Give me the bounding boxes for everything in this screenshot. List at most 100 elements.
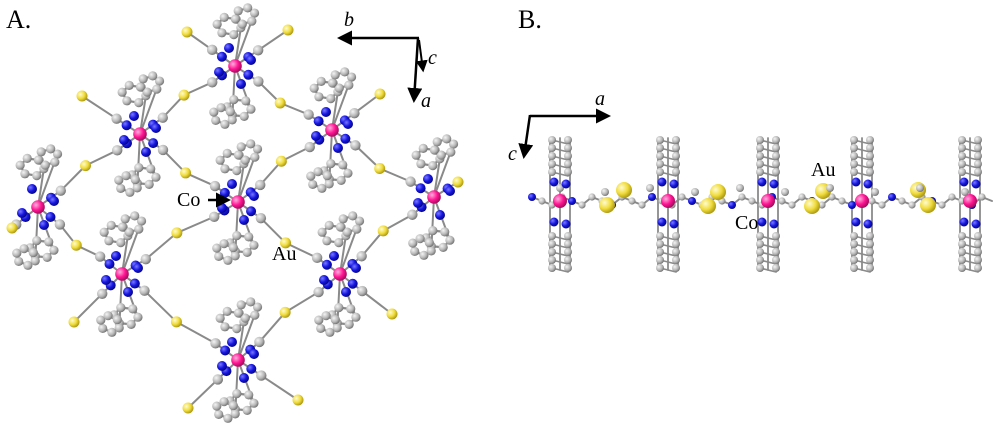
carbon-atom (232, 231, 242, 241)
gold-atom (280, 237, 292, 249)
carbon-atom (772, 144, 780, 152)
carbon-atom (548, 232, 556, 240)
carbon-atom (354, 216, 365, 226)
panel-b-axes: a c (508, 88, 611, 165)
carbon-atom (958, 264, 966, 272)
carbon-atom (148, 71, 158, 81)
carbon-atom (356, 285, 368, 297)
carbon-atom (436, 150, 446, 160)
carbon-atom (46, 144, 56, 154)
carbon-atom (220, 164, 230, 174)
carbon-atom (866, 256, 874, 264)
carbon-atom (316, 323, 326, 334)
nitrogen-atom (888, 193, 896, 201)
bond (259, 217, 287, 244)
carbon-atom (223, 255, 233, 265)
carbon-atom (311, 252, 323, 264)
carbon-atom (340, 67, 350, 77)
carbon-atom (120, 214, 130, 224)
carbon-atom (416, 159, 426, 169)
bond (81, 95, 118, 120)
nitrogen-atom (561, 179, 571, 189)
carbon-atom (134, 98, 144, 108)
carbon-atom (866, 136, 874, 144)
nitrogen-atom (561, 219, 571, 229)
co-label-a: Co (177, 189, 200, 211)
carbon-atom (419, 250, 429, 260)
carbon-atom (736, 184, 744, 192)
panel-a-axes: b c a (337, 9, 437, 112)
carbon-atom (55, 185, 66, 196)
carbon-atom (252, 302, 263, 312)
carbon-atom (348, 211, 358, 221)
carbon-atom (246, 297, 256, 307)
carbon-atom (866, 144, 874, 152)
nitrogen-atom (217, 203, 227, 213)
carbon-atom (326, 159, 336, 169)
carbon-atom (253, 76, 264, 87)
carbon-atom (54, 219, 66, 230)
carbon-atom (974, 264, 982, 272)
nitrogen-atom (239, 215, 249, 225)
carbon-atom (239, 111, 249, 121)
carbon-atom (772, 264, 780, 272)
carbon-atom (672, 136, 680, 144)
nitrogen-atom (971, 219, 981, 229)
carbon-atom (974, 168, 982, 176)
carbon-atom (958, 248, 966, 256)
carbon-atom (152, 84, 162, 94)
cobalt-atom (325, 123, 339, 137)
cobalt-atom (553, 194, 567, 208)
nitrogen-atom (329, 251, 339, 261)
nitrogen-atom (220, 345, 231, 356)
carbon-atom (756, 240, 764, 248)
carbon-atom (656, 144, 664, 152)
carbon-atom (151, 172, 161, 182)
carbon-atom (225, 106, 235, 117)
carbon-atom (255, 212, 267, 224)
carbon-atom (958, 160, 966, 168)
carbon-atom (818, 201, 826, 209)
carbon-atom (324, 220, 334, 230)
carbon-atom (252, 45, 264, 56)
carbon-atom (958, 240, 966, 248)
carbon-atom (656, 264, 664, 272)
carbon-atom (656, 160, 664, 168)
carbon-atom (564, 152, 572, 160)
carbon-atom (228, 400, 238, 411)
nitrogen-atom (959, 177, 969, 187)
carbon-atom (548, 240, 556, 248)
carbon-atom (564, 232, 572, 240)
carbon-atom (209, 180, 221, 192)
carbon-atom (243, 3, 253, 13)
carbon-atom (214, 409, 224, 420)
carbon-atom (564, 144, 572, 152)
nitrogen-atom (101, 275, 111, 285)
carbon-atom (209, 107, 219, 117)
carbon-atom (33, 155, 44, 165)
nitrogen-atom (851, 177, 861, 187)
nitrogen-atom (249, 191, 259, 201)
carbon-atom (564, 160, 572, 168)
carbon-atom (233, 6, 243, 16)
nitrogen-atom (769, 219, 779, 229)
carbon-atom (601, 188, 609, 196)
carbon-atom (134, 224, 144, 234)
carbon-atom (228, 242, 238, 253)
carbon-atom (212, 243, 222, 253)
nitrogen-atom (216, 51, 227, 62)
au-label-b: Au (811, 159, 835, 181)
carbon-atom (958, 152, 966, 160)
carbon-atom (871, 188, 879, 196)
gold-atom (282, 24, 294, 36)
bond (144, 231, 178, 261)
nitrogen-atom (351, 263, 361, 273)
nitrogen-atom (757, 217, 767, 227)
carbon-atom (850, 168, 858, 176)
nitrogen-atom (333, 143, 343, 153)
carbon-atom (154, 76, 165, 86)
carbon-atom (223, 413, 233, 423)
carbon-atom (211, 115, 221, 126)
carbon-atom (578, 201, 586, 209)
